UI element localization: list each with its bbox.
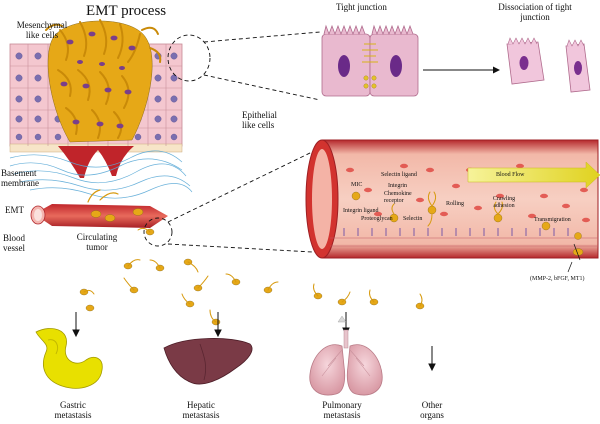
blood-vessel-large — [305, 139, 599, 259]
title-emt-process: EMT process — [86, 3, 167, 19]
dissociated-cells — [506, 37, 591, 93]
blood-flow-arrow — [467, 161, 600, 189]
lungs-icon — [309, 315, 383, 396]
label-selectin-ligand: Selectin ligand — [381, 172, 417, 178]
zoom-callout-blood-flow — [143, 151, 313, 253]
circulating-tumor-cells-in-vessel — [351, 191, 582, 240]
label-emt: EMT — [5, 205, 24, 215]
label-transmigration: Transmigration — [534, 217, 571, 223]
mesenchymal-cell-cluster — [45, 19, 162, 143]
label-selectin: Selectin — [403, 216, 423, 222]
dissociation-arrow — [423, 66, 500, 74]
label-rolling: Rolling — [446, 201, 465, 207]
label-integrin: Integrin — [388, 183, 407, 189]
label-mic: MIC — [351, 182, 363, 188]
tight-junction-cells — [321, 24, 419, 97]
label-integrin-ligand: Integrin ligand — [343, 208, 379, 214]
label-blood-flow: Blood Flow — [496, 172, 525, 178]
label-proteoglycan: Proteoglycan — [361, 216, 393, 222]
stomach-icon — [35, 328, 103, 389]
label-mmp: (MMP-2, bFGF, MT1) — [530, 276, 585, 282]
zoom-callout-tight-junction — [167, 31, 321, 101]
organ-arrows — [72, 312, 436, 372]
label-tight-junction: Tight junction — [336, 2, 387, 12]
liver-icon — [163, 338, 253, 385]
blood-vessel-small — [30, 189, 168, 228]
